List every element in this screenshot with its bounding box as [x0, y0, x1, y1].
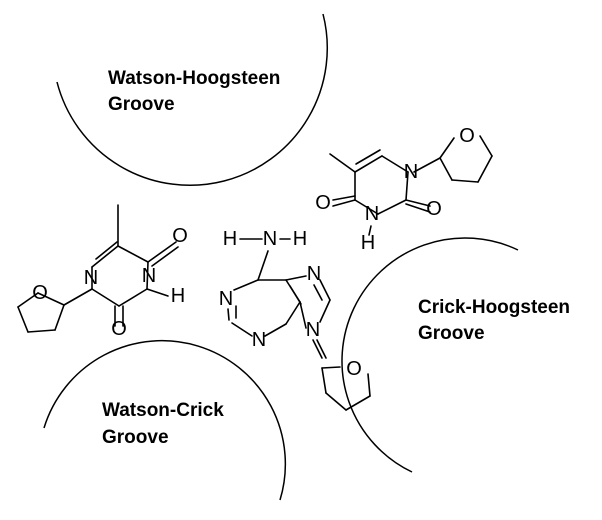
watson-crick-groove-arc	[43, 339, 287, 501]
thymine-left	[17, 204, 179, 333]
crick-hoogsteen-label-line2: Groove	[418, 323, 485, 344]
watson-hoogsteen-label-line2: Groove	[108, 94, 175, 115]
atom-n-left-n1: N	[84, 267, 98, 289]
watson-crick-label-line1: Watson-Crick	[102, 400, 224, 421]
atom-n-adenine-amine: N	[263, 228, 277, 250]
atom-labels: O N H N O O O N H N O O H N H N N N N O	[32, 125, 475, 380]
atom-n-right-n3: N	[365, 203, 379, 225]
atom-n-adenine-n9: N	[306, 319, 320, 341]
atom-n-adenine-n3: N	[252, 329, 266, 351]
atom-o-right-c4: O	[315, 192, 331, 214]
watson-crick-label-line2: Groove	[102, 427, 169, 448]
atom-n-adenine-n7: N	[307, 263, 321, 285]
atom-n-left-n3: N	[142, 265, 156, 287]
atom-o-adenine-sugar: O	[346, 358, 362, 380]
crick-hoogsteen-groove-arc	[341, 237, 519, 473]
crick-hoogsteen-label-line1: Crick-Hoogsteen	[418, 297, 570, 318]
atom-o-left-c2: O	[111, 318, 127, 340]
atom-h-right-n3: H	[361, 232, 375, 254]
adenine-center	[227, 238, 371, 411]
atom-n-right-n1: N	[404, 161, 418, 183]
atom-o-right-c2: O	[426, 198, 442, 220]
watson-hoogsteen-label-line1: Watson-Hoogsteen	[108, 68, 280, 89]
atom-o-left-c4: O	[172, 225, 188, 247]
thymine-right	[329, 135, 493, 236]
atom-h-adenine-amine-left: H	[223, 228, 237, 250]
atom-h-adenine-amine-right: H	[293, 228, 307, 250]
atom-n-adenine-n1: N	[219, 288, 233, 310]
atom-h-left-n3: H	[171, 285, 185, 307]
atom-o-right-sugar: O	[459, 125, 475, 147]
watson-hoogsteen-groove-arc	[56, 13, 328, 187]
atom-o-left-sugar: O	[32, 282, 48, 304]
